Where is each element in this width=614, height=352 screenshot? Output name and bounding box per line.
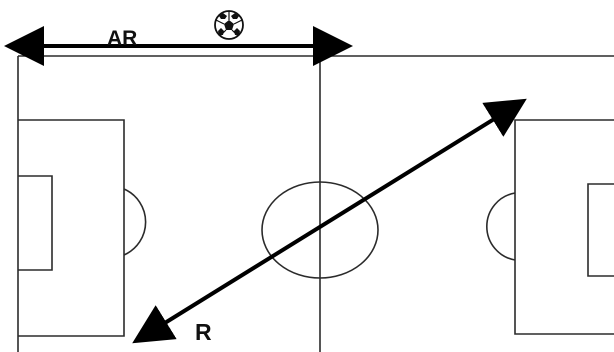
ar-label: AR [107, 27, 137, 50]
right-goal-area [587, 183, 614, 277]
field-lines [17, 55, 614, 352]
r-label: R [195, 319, 212, 345]
left-goal-area [18, 175, 53, 271]
soccer-ball-icon [214, 10, 244, 40]
right-penalty-arc [486, 192, 516, 261]
left-penalty-arc [123, 188, 147, 256]
right-penalty-area [514, 119, 614, 335]
left-penalty-area [18, 119, 125, 337]
r-arrow [132, 98, 527, 344]
